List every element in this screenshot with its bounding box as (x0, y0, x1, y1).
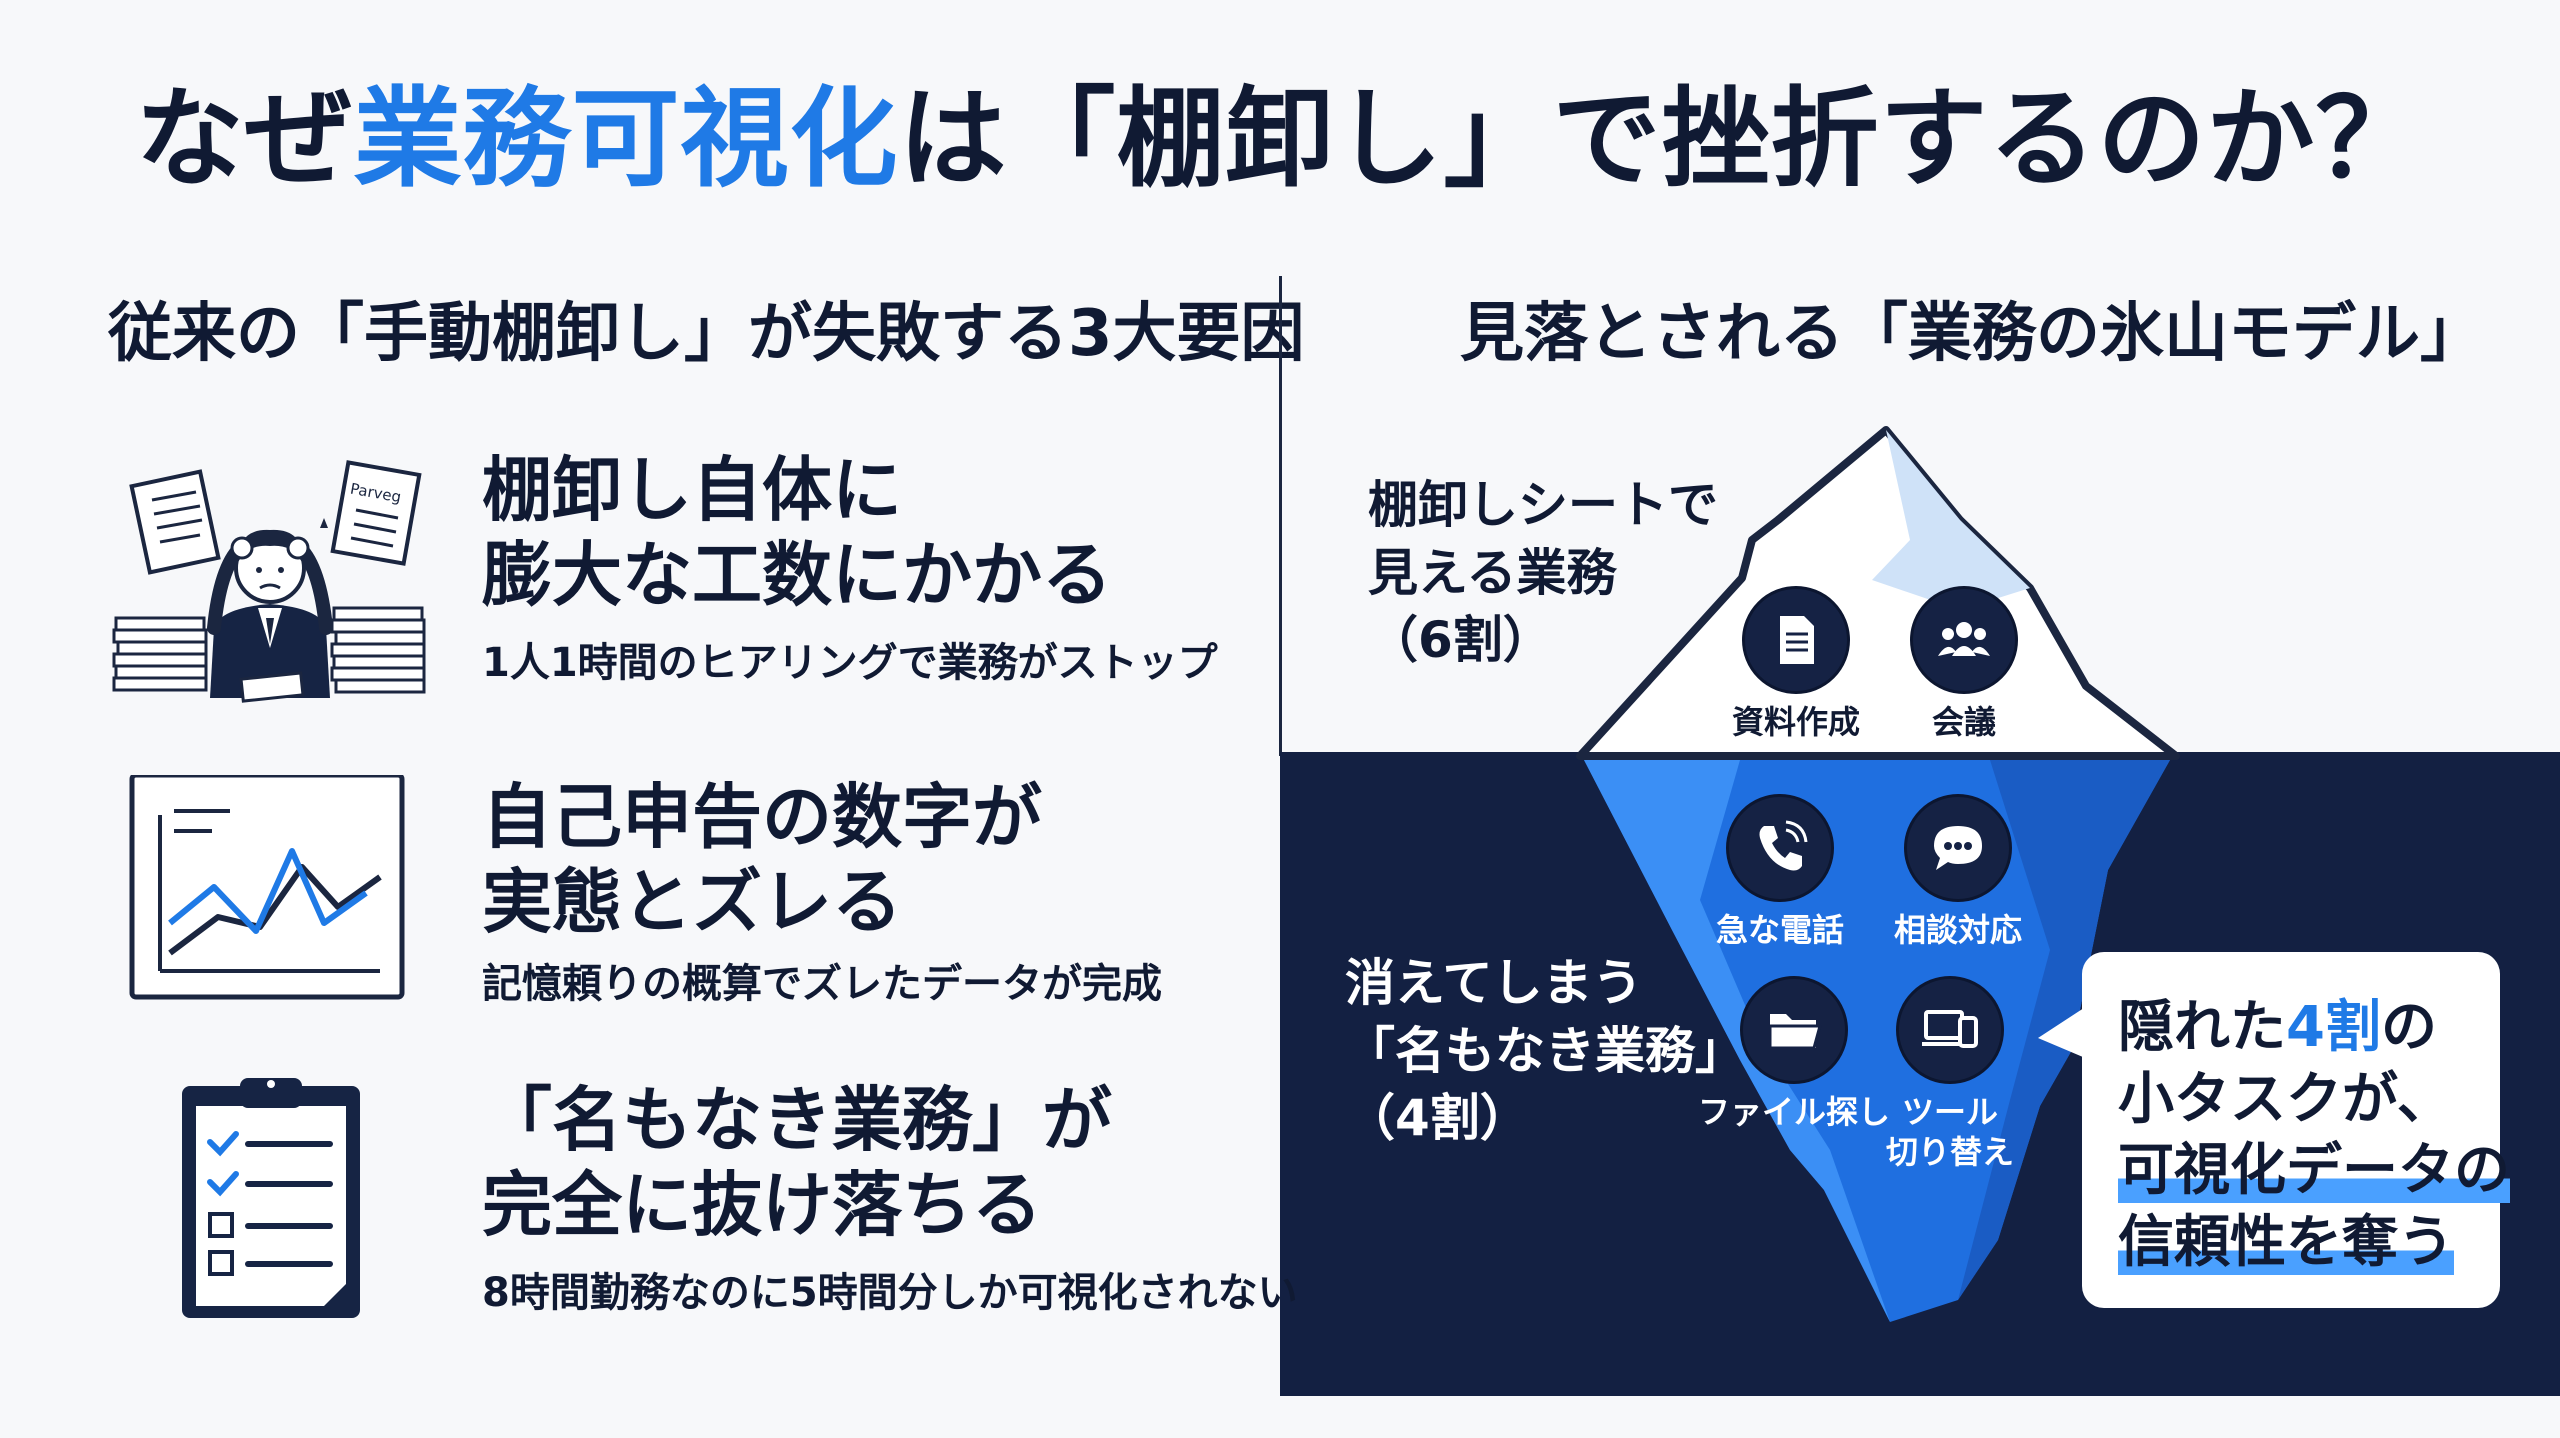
chat-bubble-icon (1934, 826, 1982, 870)
line-chart-board-icon (129, 775, 405, 1000)
iceberg-underwater-light (1584, 760, 1890, 1322)
right-section-heading: 見落とされる「業務の氷山モデル」 (1460, 297, 2484, 371)
hidden-tasks-label: 消えてしまう 「名もなき業務」 （4割） (1345, 954, 1745, 1147)
callout-text: の (2380, 995, 2437, 1060)
reason-item-self-report: 自己申告の数字が 実態とズレる 記憶頼りの概算でズレたデータが完成 (110, 775, 1260, 1135)
reason-item-workload: Parveg 棚卸し自体に 膨大な工数にかかる 1人1時間のヒアリングで業務がス… (110, 448, 1260, 808)
iceberg-tip-shade (1872, 430, 2030, 610)
clipboard-checklist-icon (182, 1078, 360, 1318)
reason-heading: 棚卸し自体に 膨大な工数にかかる (482, 449, 1112, 617)
callout-line-1: 隠れた4割の (2118, 992, 2464, 1064)
section-divider (1279, 276, 1282, 756)
task-label: ツール 切り替え (1885, 1093, 2014, 1171)
callout-line-2: 小タスクが、 (2118, 1066, 2453, 1132)
task-label: 相談対応 (1893, 911, 2022, 949)
callout-highlight: 信頼性を奪う (2118, 1210, 2454, 1276)
callout-tail (2038, 1004, 2090, 1060)
icon-circle (1742, 586, 1850, 694)
callout-text: 隠れた (2118, 995, 2286, 1060)
task-label: ファイル探し (1697, 1093, 1890, 1131)
callout-accent: 4割 (2286, 995, 2381, 1060)
icon-circle (1910, 586, 2018, 694)
title-part2: は「棚卸し」で挫折するのか？ (898, 77, 2425, 202)
page-title: なぜ業務可視化は「棚卸し」で挫折するのか？ (0, 77, 2560, 202)
icon-circle (1726, 794, 1834, 902)
task-label: 会議 (1931, 703, 1996, 741)
folder-icon (1768, 1014, 1822, 1050)
icon-circle (1740, 976, 1848, 1084)
icon-circle (1904, 794, 2012, 902)
hidden-task-file-search: ファイル探し (1694, 976, 1894, 1132)
reason-subtext: 1人1時間のヒアリングで業務がストップ (482, 640, 1218, 686)
hidden-task-phone: 急な電話 (1680, 794, 1880, 950)
reason-heading: 自己申告の数字が 実態とズレる (482, 776, 1042, 944)
hidden-task-tool-switching: ツール 切り替え (1850, 976, 2050, 1172)
visible-tasks-label: 棚卸しシートで 見える業務 （6割） (1368, 476, 1718, 669)
left-section-heading: 従来の「手動棚卸し」が失敗する3大要因 (108, 297, 1305, 371)
phone-icon (1759, 820, 1808, 871)
callout-highlight: 可視化データの (2118, 1138, 2510, 1204)
devices-icon (1922, 1010, 1978, 1048)
reason-item-nameless-tasks: 「名もなき業務」が 完全に抜け落ちる 8時間勤務なのに5時間分しか可視化されない (110, 1078, 1298, 1438)
reason-subtext: 8時間勤務なのに5時間分しか可視化されない (482, 1270, 1298, 1316)
callout-box: 隠れた4割の 小タスクが、 可視化データの 信頼性を奪う (2082, 952, 2510, 1308)
reason-heading: 「名もなき業務」が 完全に抜け落ちる (482, 1079, 1112, 1247)
callout-line-3: 可視化データの (2118, 1135, 2510, 1207)
task-label: 急な電話 (1715, 911, 1844, 949)
document-icon (1780, 616, 1814, 664)
hidden-task-consultation: 相談対応 (1858, 794, 2058, 950)
icon-circle (1896, 976, 2004, 1084)
visible-task-meeting: 会議 (1864, 586, 2064, 742)
iceberg-diagram (1576, 426, 2180, 1322)
stressed-person-paper-stacks-icon: Parveg (112, 460, 426, 703)
title-part1: なぜ (135, 77, 354, 202)
task-label: 資料作成 (1731, 703, 1860, 741)
callout-line-4: 信頼性を奪う (2118, 1207, 2464, 1279)
reason-subtext: 記憶頼りの概算でズレたデータが完成 (482, 961, 1162, 1007)
iceberg-underwater (1584, 760, 2170, 1322)
title-accent: 業務可視化 (353, 77, 899, 202)
meeting-people-icon (1938, 622, 1990, 656)
visible-task-document: 資料作成 (1696, 586, 1896, 742)
